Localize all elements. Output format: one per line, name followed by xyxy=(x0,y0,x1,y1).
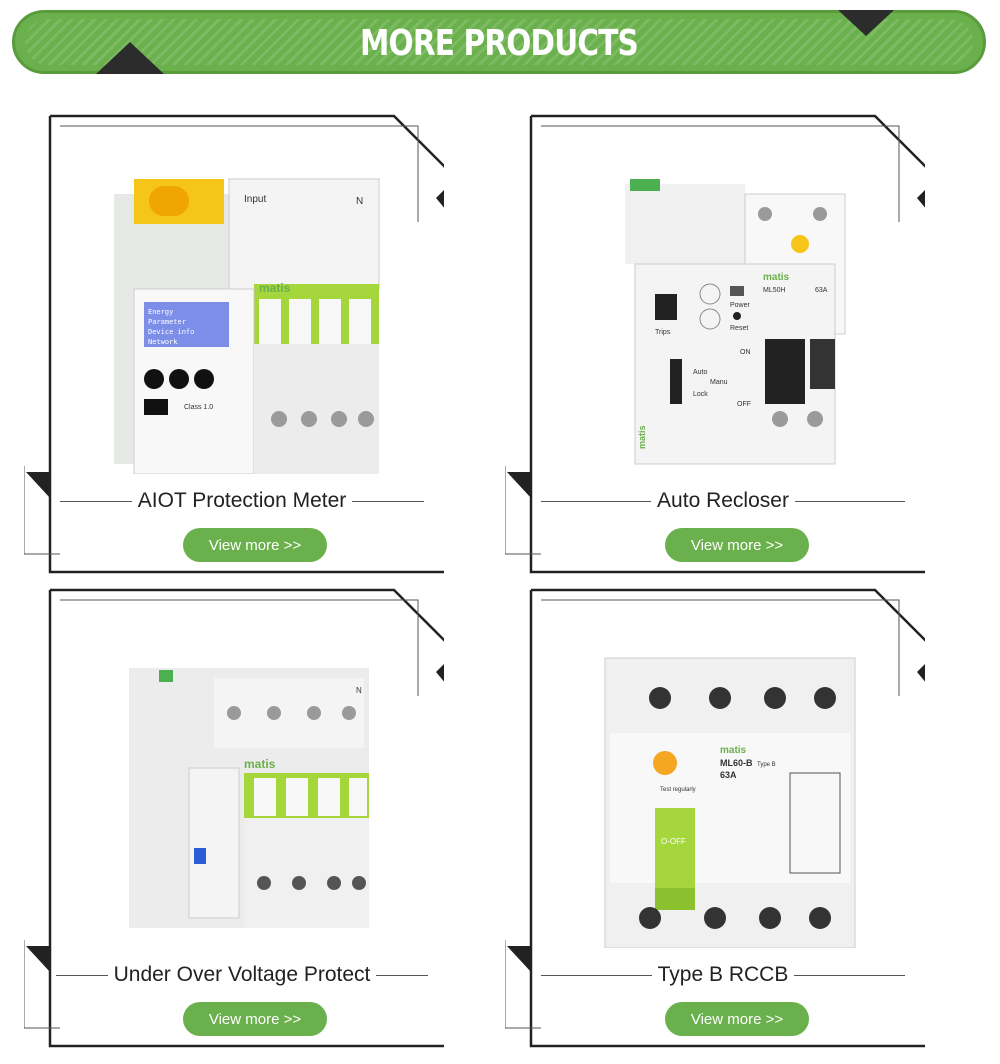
auto-label: Auto xyxy=(693,369,708,376)
product-title[interactable]: Type B RCCB xyxy=(657,963,789,986)
product-image-auto-recloser[interactable]: Trips Power Reset matis ML50H 63A Auto M… xyxy=(575,174,865,474)
model-label: ML60-B xyxy=(720,758,753,768)
brand-label: matis xyxy=(259,281,291,295)
title-divider-right xyxy=(794,500,905,502)
product-image-type-b-rccb[interactable]: Test regularly matis ML60-B Type B 63A O… xyxy=(575,648,865,949)
view-more-button[interactable]: View more >> xyxy=(183,528,327,562)
brand-label: matis xyxy=(244,757,276,771)
header-banner: MORE PRODUCTS xyxy=(12,10,986,74)
product-card-rccb[interactable]: Test regularly matis ML60-B Type B 63A O… xyxy=(505,588,925,1048)
product-title[interactable]: Under Over Voltage Protect xyxy=(113,963,371,986)
product-title[interactable]: Auto Recloser xyxy=(657,489,789,512)
n-label: N xyxy=(356,196,363,207)
lcd-line-3: Device info xyxy=(148,328,194,336)
n-label: N xyxy=(356,686,362,695)
lcd-line-1: Energy xyxy=(148,308,173,316)
title-divider-right xyxy=(376,974,429,976)
title-divider-left xyxy=(55,974,108,976)
o-off-label: O-OFF xyxy=(661,837,686,846)
view-more-button[interactable]: View more >> xyxy=(183,1002,327,1036)
product-image-voltage-protector[interactable]: N matis xyxy=(94,648,384,948)
product-image-aiot-meter[interactable]: Input N matis Energy Parameter Device in… xyxy=(94,174,384,475)
card-frame xyxy=(24,588,444,1048)
side-brand-label: matis xyxy=(637,425,647,449)
title-divider-right xyxy=(794,974,905,976)
trips-label: Trips xyxy=(655,329,671,336)
class-label: Class 1.0 xyxy=(184,404,213,411)
product-card-aiot[interactable]: Input N matis Energy Parameter Device in… xyxy=(24,114,444,574)
test-label: Test regularly xyxy=(660,787,696,793)
reset-label: Reset xyxy=(730,325,748,332)
brand-label: matis xyxy=(763,272,790,283)
title-divider-left xyxy=(60,500,132,502)
title-divider-right xyxy=(352,500,424,502)
page-title: MORE PRODUCTS xyxy=(359,23,639,64)
product-title[interactable]: AIOT Protection Meter xyxy=(137,489,347,512)
product-title-row: AIOT Protection Meter xyxy=(60,486,424,516)
banner-decor-triangle-right xyxy=(838,10,894,36)
product-title-row: Auto Recloser xyxy=(541,486,905,516)
product-title-row: Under Over Voltage Protect xyxy=(55,960,429,990)
card-frame xyxy=(505,588,925,1048)
title-divider-left xyxy=(541,974,652,976)
product-card-recloser[interactable]: Trips Power Reset matis ML50H 63A Auto M… xyxy=(505,114,925,574)
view-more-button[interactable]: View more >> xyxy=(665,1002,809,1036)
view-more-button[interactable]: View more >> xyxy=(665,528,809,562)
lcd-line-2: Parameter xyxy=(148,318,186,326)
card-frame xyxy=(24,114,444,574)
on-label: ON xyxy=(740,349,751,356)
amps-label: 63A xyxy=(815,287,828,294)
product-title-row: Type B RCCB xyxy=(541,960,905,990)
amps-label: 63A xyxy=(720,770,737,780)
banner-pattern xyxy=(25,19,973,65)
lcd-line-4: Network xyxy=(148,338,178,346)
banner-decor-triangle-left xyxy=(96,42,164,74)
card-frame xyxy=(505,114,925,574)
lock-label: Lock xyxy=(693,391,708,398)
input-label: Input xyxy=(244,194,266,205)
power-label: Power xyxy=(730,302,751,309)
type-label: Type B xyxy=(757,762,776,768)
off-label: OFF xyxy=(737,401,751,408)
product-card-voltage-protect[interactable]: N matis Under Over Voltage Protect View … xyxy=(24,588,444,1048)
brand-label: matis xyxy=(720,745,747,756)
title-divider-left xyxy=(541,500,652,502)
model-label: ML50H xyxy=(763,287,786,294)
manu-label: Manu xyxy=(710,379,728,386)
